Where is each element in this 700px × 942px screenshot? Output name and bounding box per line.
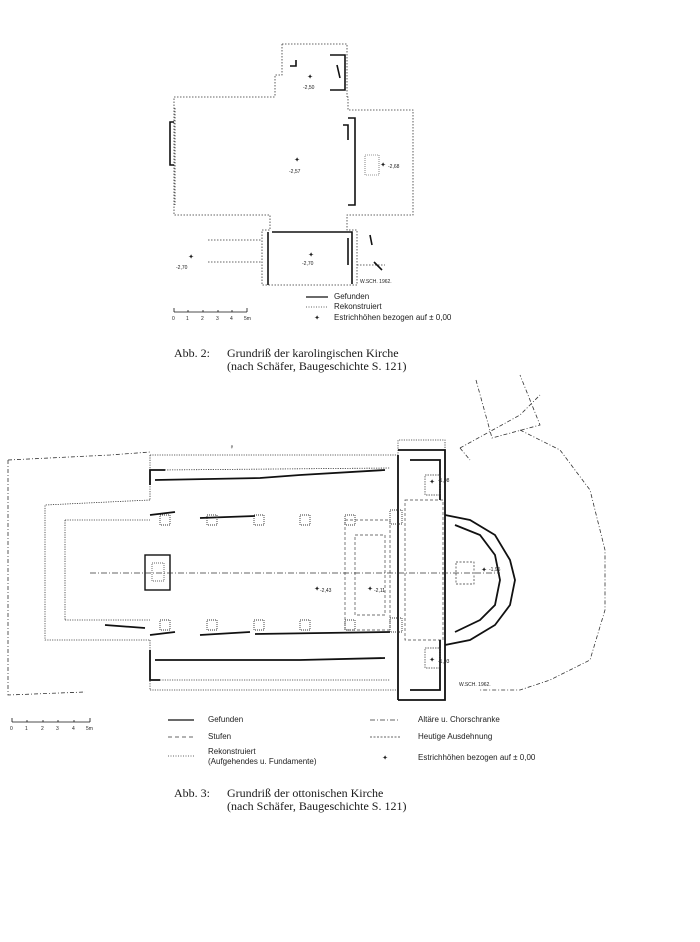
caption-line1-3: Grundriß der ottonischen Kirche bbox=[227, 786, 384, 800]
legend-label-reconstructed-2a: Rekonstruiert bbox=[208, 747, 256, 756]
caption-prefix-3: Abb. 3: bbox=[174, 786, 210, 800]
legend-swatch-elevation-1: ✦ bbox=[314, 314, 320, 322]
caption-line1-2: Grundriß der karolingischen Kirche bbox=[227, 346, 399, 360]
scale-tick-1: 1 bbox=[186, 316, 189, 322]
legend-label-reconstructed-1: Rekonstruiert bbox=[334, 302, 382, 311]
scale-bar-1 bbox=[173, 308, 248, 313]
caption-line2-3: (nach Schäfer, Baugeschichte S. 121) bbox=[227, 799, 407, 813]
legend-label-steps: Stufen bbox=[208, 732, 232, 741]
legend-label-elevation-2: Estrichhöhen bezogen auf ± 0,00 bbox=[418, 753, 536, 762]
column-marker-icon: ♀ bbox=[229, 444, 234, 451]
elevation-label-1: -2,50 bbox=[303, 85, 315, 91]
legend-label-altars: Altäre u. Chorschranke bbox=[418, 715, 500, 724]
scale-tick-2-4: 4 bbox=[72, 726, 75, 732]
scale-tick-5: 5m bbox=[244, 316, 251, 322]
legend-swatch-elevation-2: ✦ bbox=[382, 754, 388, 762]
legend-label-found-1: Gefunden bbox=[334, 292, 370, 301]
elevation-label-2: -2,57 bbox=[289, 169, 301, 175]
elevation-label-4: -2,70 bbox=[176, 265, 188, 271]
elevation-marker-7: ✦ bbox=[314, 585, 320, 593]
elevation-marker-5: ✦ bbox=[308, 251, 314, 259]
elevation-label-9: -1,93 bbox=[438, 659, 450, 665]
scale-tick-2-5: 5m bbox=[86, 726, 93, 732]
elevation-marker-3: ✦ bbox=[380, 161, 386, 169]
scale-tick-0: 0 bbox=[172, 316, 175, 322]
scale-tick-3: 3 bbox=[216, 316, 219, 322]
caption-line2-2: (nach Schäfer, Baugeschichte S. 121) bbox=[227, 359, 407, 373]
drafter-signature-1: W.SCH. 1962. bbox=[360, 279, 392, 285]
elevation-markers-fig2: ✦ ✦ ✦ ✦ ✦ bbox=[188, 73, 386, 261]
caption-prefix-2: Abb. 2: bbox=[174, 346, 210, 360]
legend-label-found-2: Gefunden bbox=[208, 715, 244, 724]
elevation-label-6: -1,98 bbox=[438, 478, 450, 484]
scale-tick-2-3: 3 bbox=[56, 726, 59, 732]
elevation-marker-8: ✦ bbox=[367, 585, 373, 593]
scale-tick-2-0: 0 bbox=[10, 726, 13, 732]
elevation-markers-fig3: ✦ ✦ ✦ ✦ ✦ bbox=[314, 478, 487, 664]
elevation-label-7: -2,43 bbox=[320, 588, 332, 594]
legend-label-elevation-1: Estrichhöhen bezogen auf ± 0,00 bbox=[334, 313, 452, 322]
elevation-marker-4: ✦ bbox=[188, 253, 194, 261]
scale-tick-2: 2 bbox=[201, 316, 204, 322]
elevation-marker-9: ✦ bbox=[429, 656, 435, 664]
elevation-marker-6: ✦ bbox=[429, 478, 435, 486]
legend-label-reconstructed-2b: (Aufgehendes u. Fundamente) bbox=[208, 757, 317, 766]
elevation-marker-1: ✦ bbox=[307, 73, 313, 81]
elevation-label-3: -2,68 bbox=[388, 164, 400, 170]
scale-tick-2-1: 1 bbox=[25, 726, 28, 732]
scale-tick-4: 4 bbox=[230, 316, 233, 322]
elevation-label-10: -1,95 bbox=[489, 567, 501, 573]
elevation-label-8: -2,11 bbox=[374, 588, 385, 594]
drafter-signature-2: W.SCH. 1962. bbox=[459, 682, 491, 688]
elevation-marker-2: ✦ bbox=[294, 156, 300, 164]
legend-label-current-extent: Heutige Ausdehnung bbox=[418, 732, 493, 741]
elevation-marker-10: ✦ bbox=[481, 566, 487, 574]
elevation-label-5: -2,70 bbox=[302, 261, 314, 267]
scale-tick-2-2: 2 bbox=[41, 726, 44, 732]
scale-bar-2 bbox=[11, 718, 91, 723]
